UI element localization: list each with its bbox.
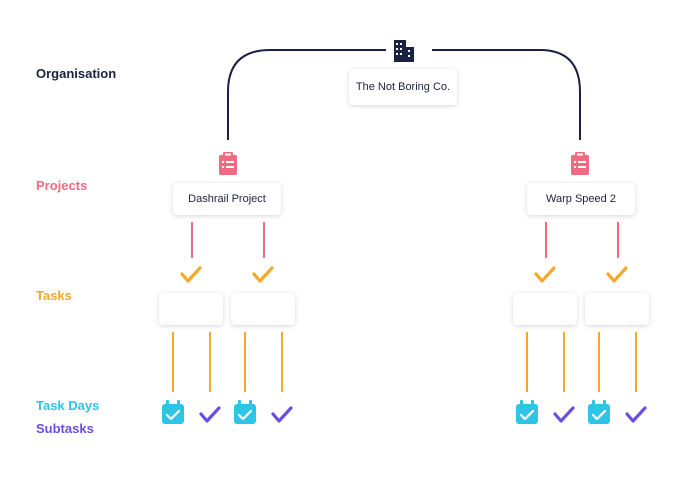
subtask-check-icon — [553, 406, 575, 423]
task-check-icon — [180, 266, 202, 283]
task-check-icon — [534, 266, 556, 283]
task-check-icon — [606, 266, 628, 283]
project-name: Dashrail Project — [188, 193, 266, 205]
task-check-icon — [252, 266, 274, 283]
project-node-dashrail[interactable]: Dashrail Project — [173, 183, 281, 215]
clipboard-icon — [219, 152, 237, 175]
level-label-task-days: Task Days — [36, 398, 100, 413]
level-label-tasks: Tasks — [36, 288, 72, 303]
task-node[interactable] — [513, 293, 577, 325]
org-connector — [227, 49, 386, 140]
calendar-check-icon — [588, 400, 610, 424]
subtask-check-icon — [271, 406, 293, 423]
organisation-name: The Not Boring Co. — [355, 81, 451, 93]
clipboard-icon — [571, 152, 589, 175]
level-label-projects: Projects — [36, 178, 88, 193]
project-node-warp-speed[interactable]: Warp Speed 2 — [527, 183, 635, 215]
task-node[interactable] — [159, 293, 223, 325]
org-connector — [432, 49, 581, 140]
building-icon — [394, 40, 414, 62]
subtask-check-icon — [625, 406, 647, 423]
subtask-check-icon — [199, 406, 221, 423]
level-label-subtasks: Subtasks — [36, 421, 94, 436]
level-label-organisation: Organisation — [36, 66, 117, 81]
task-node[interactable] — [585, 293, 649, 325]
organisation-node[interactable]: The Not Boring Co. — [349, 69, 457, 105]
calendar-check-icon — [162, 400, 184, 424]
calendar-check-icon — [516, 400, 538, 424]
project-name: Warp Speed 2 — [546, 193, 616, 205]
calendar-check-icon — [234, 400, 256, 424]
task-node[interactable] — [231, 293, 295, 325]
